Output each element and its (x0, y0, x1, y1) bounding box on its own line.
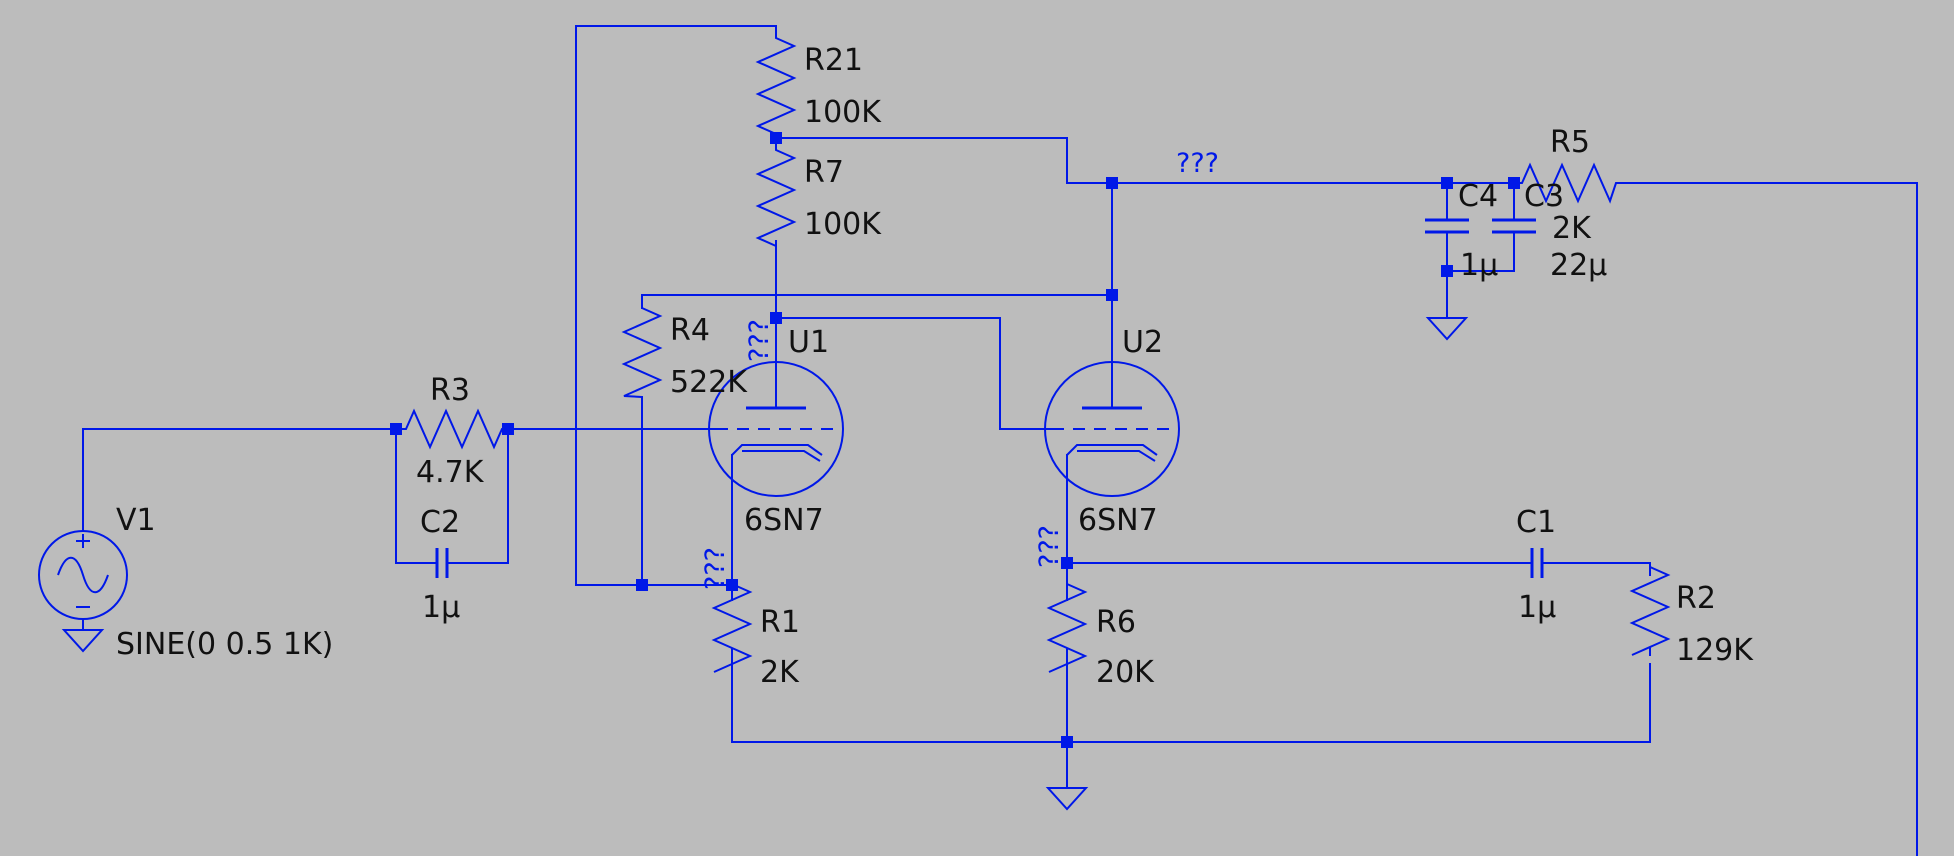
label-r3-name: R3 (430, 373, 470, 408)
wire-c3-c4-bottom[interactable] (1446, 231, 1515, 272)
label-c2-value: 1µ (422, 590, 460, 625)
wire-u1-u2-grid[interactable] (775, 317, 1053, 430)
label-v1-name: V1 (116, 503, 156, 538)
label-c4-name: C4 (1458, 179, 1498, 214)
capacitor-c4[interactable] (1425, 218, 1469, 234)
wire-r4-top[interactable] (641, 294, 1113, 309)
node-r3-left (390, 423, 402, 435)
resistor-r1[interactable] (711, 583, 753, 673)
label-c3-value: 22µ (1550, 248, 1607, 283)
label-r7-value: 100K (804, 207, 882, 242)
net-label-bplus: ??? (1176, 148, 1219, 179)
wire-ground-bus[interactable] (731, 663, 1651, 743)
junctions (390, 132, 1520, 748)
node-u1-cathode (726, 579, 738, 591)
label-u1-value: 6SN7 (744, 503, 824, 538)
wires (82, 25, 1918, 856)
label-r2-value: 129K (1676, 633, 1754, 668)
label-r7-name: R7 (804, 155, 844, 190)
label-u1-name: U1 (788, 325, 829, 360)
label-u2-value: 6SN7 (1078, 503, 1158, 538)
resistor-r3[interactable] (396, 408, 508, 450)
label-v1-value: SINE(0 0.5 1K) (116, 627, 333, 662)
label-r3-value: 4.7K (416, 455, 485, 490)
label-r1-value: 2K (760, 655, 800, 690)
label-c1-name: C1 (1516, 505, 1556, 540)
resistor-r4[interactable] (621, 307, 663, 398)
net-label-u1-plate: ??? (744, 319, 775, 362)
node-r3-right (502, 423, 514, 435)
node-r4-bottom (636, 579, 648, 591)
label-c1-value: 1µ (1518, 590, 1556, 625)
node-bplus (1106, 177, 1118, 189)
wire-bplus[interactable] (775, 137, 1113, 184)
wire-c2-right[interactable] (446, 428, 509, 564)
wire-v1-r3[interactable] (82, 428, 397, 531)
label-r4-value: 522K (670, 365, 748, 400)
label-c3-name: C3 (1524, 179, 1564, 214)
ground-main-icon (1045, 787, 1089, 811)
voltage-source-v1[interactable] (38, 530, 128, 631)
label-r1-name: R1 (760, 605, 800, 640)
wire-feedback[interactable] (575, 25, 777, 586)
resistor-r6[interactable] (1046, 583, 1088, 673)
label-r6-value: 20K (1096, 655, 1155, 690)
node-r21-r7 (770, 132, 782, 144)
node-c4-top (1441, 177, 1453, 189)
label-c2-name: C2 (420, 505, 460, 540)
node-ground-bus (1061, 736, 1073, 748)
label-r5-name: R5 (1550, 125, 1590, 160)
capacitor-c3[interactable] (1492, 218, 1536, 234)
wire-output[interactable] (1619, 182, 1918, 856)
capacitor-c1[interactable] (1530, 548, 1544, 578)
wire-c1-r2[interactable] (1541, 562, 1651, 576)
triode-u1[interactable] (708, 361, 844, 497)
ground-v1-icon (61, 629, 105, 653)
net-label-u1-cathode: ??? (700, 547, 731, 590)
label-r5-value: 2K (1552, 211, 1592, 246)
node-c3-top (1508, 177, 1520, 189)
label-u2-name: U2 (1122, 325, 1163, 360)
triode-u2[interactable] (1044, 361, 1180, 497)
capacitor-c2[interactable] (435, 548, 449, 578)
node-c4-bottom (1441, 265, 1453, 277)
label-c4-value: 1µ (1460, 248, 1498, 283)
net-label-u2-cathode: ??? (1034, 525, 1065, 568)
label-r6-name: R6 (1096, 605, 1136, 640)
resistor-r5[interactable] (1512, 162, 1620, 204)
label-r2-name: R2 (1676, 581, 1716, 616)
label-r21-name: R21 (804, 43, 863, 78)
label-r21-value: 100K (804, 95, 882, 130)
wire-c2-left[interactable] (395, 428, 438, 564)
label-r4-name: R4 (670, 313, 710, 348)
node-u2-cathode (1061, 557, 1073, 569)
resistor-r21[interactable] (755, 26, 797, 138)
node-u1-plate (770, 312, 782, 324)
resistor-r2[interactable] (1629, 566, 1671, 656)
resistor-r7[interactable] (755, 138, 797, 248)
ground-c4-icon (1425, 317, 1469, 341)
node-u2-plate (1106, 289, 1118, 301)
